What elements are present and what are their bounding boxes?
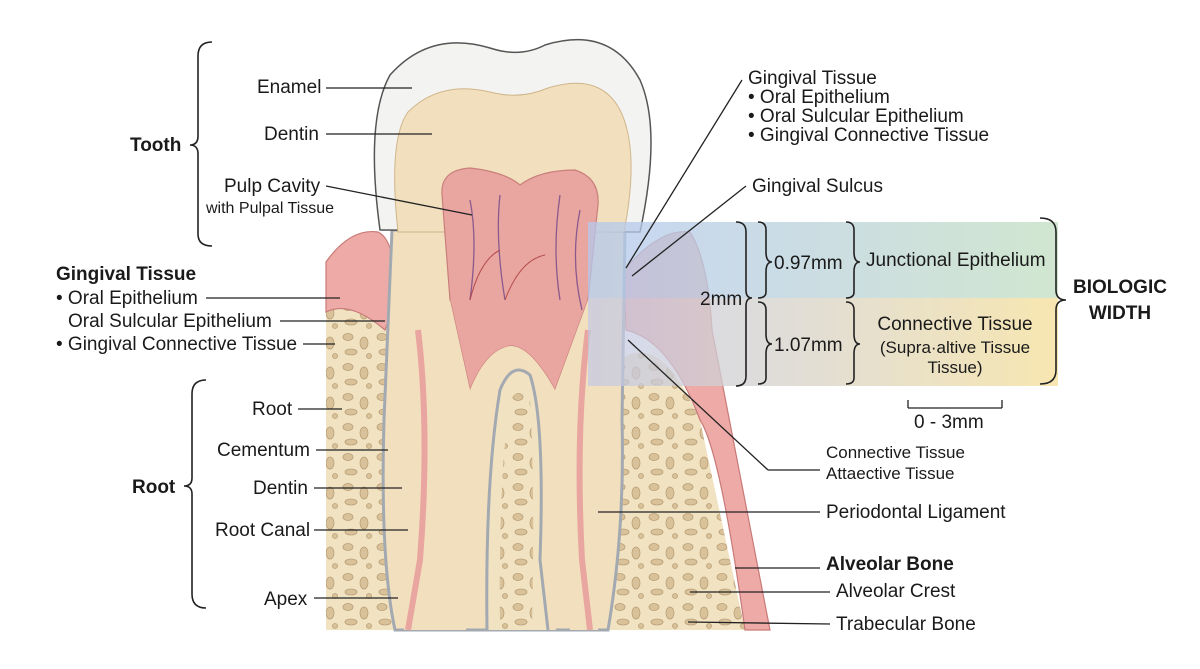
ct-band-line-2: (Supra·altive Tissue [879,338,1031,357]
dentin-crown-label: Dentin [264,124,319,145]
gingival-left-title: Gingival Tissue [56,264,197,285]
gingival-left-item-2: Oral Sulcular Epithelium [68,311,272,332]
pdl-label: Periodontal Ligament [826,502,1006,523]
pulp-sub-label: with Pulpal Tissue [206,200,335,217]
junctional-epithelium-label: Junctional Epithelium [866,250,1046,271]
dentin-root-label: Dentin [253,478,308,499]
gingival-right-item-2: • Oral Sulcular Epithelium [748,106,964,127]
trabecular-bone-label: Trabecular Bone [836,614,976,635]
alveolar-bone-shape [326,257,395,630]
root-bracket [183,379,207,609]
ct-attach-line-1: Connective Tissue [826,443,965,462]
ct-size-label: 1.07mm [774,335,843,356]
biologic-total-label: 2mm [700,289,743,310]
alveolar-bone-label: Alveolar Bone [826,554,954,575]
junctional-band [588,222,1058,298]
cementum-label: Cementum [217,440,310,461]
tooth-group-label: Tooth [130,135,182,156]
ct-band-line-3: Tissue) [927,358,983,377]
biologic-bracket [1039,217,1067,385]
gingival-left-item-1: • Oral Epithelium [56,288,198,309]
root-canal-shape [405,329,428,631]
ct-band-line-1: Connective Tissue [877,314,1033,335]
biologic-width-label-2: WIDTH [1088,303,1152,324]
gingival-right-item-3: • Gingival Connective Tissue [748,125,990,146]
gingival-left-item-3: • Gingival Connective Tissue [56,334,298,355]
enamel-label: Enamel [257,77,322,98]
alveolar-crest-label: Alveolar Crest [836,581,956,602]
biologic-width-label-1: BIOLOGIC [1073,277,1167,298]
tooth-bracket [189,41,213,247]
gingival-sulcus-label: Gingival Sulcus [752,176,883,197]
je-size-label: 0.97mm [774,253,843,274]
root-canal-label: Root Canal [215,520,311,541]
gingival-right-item-1: • Oral Epithelium [748,87,890,108]
apex-label: Apex [264,589,308,610]
root-label: Root [252,399,293,420]
ct-attach-line-2: Attaective Tissue [826,464,955,483]
connective-band [588,298,1058,386]
root-group-label: Root [132,477,176,498]
range-label: 0 - 3mm [914,412,984,433]
gingival-right-title: Gingival Tissue [748,68,877,89]
pulp-cavity-label: Pulp Cavity [224,176,321,197]
